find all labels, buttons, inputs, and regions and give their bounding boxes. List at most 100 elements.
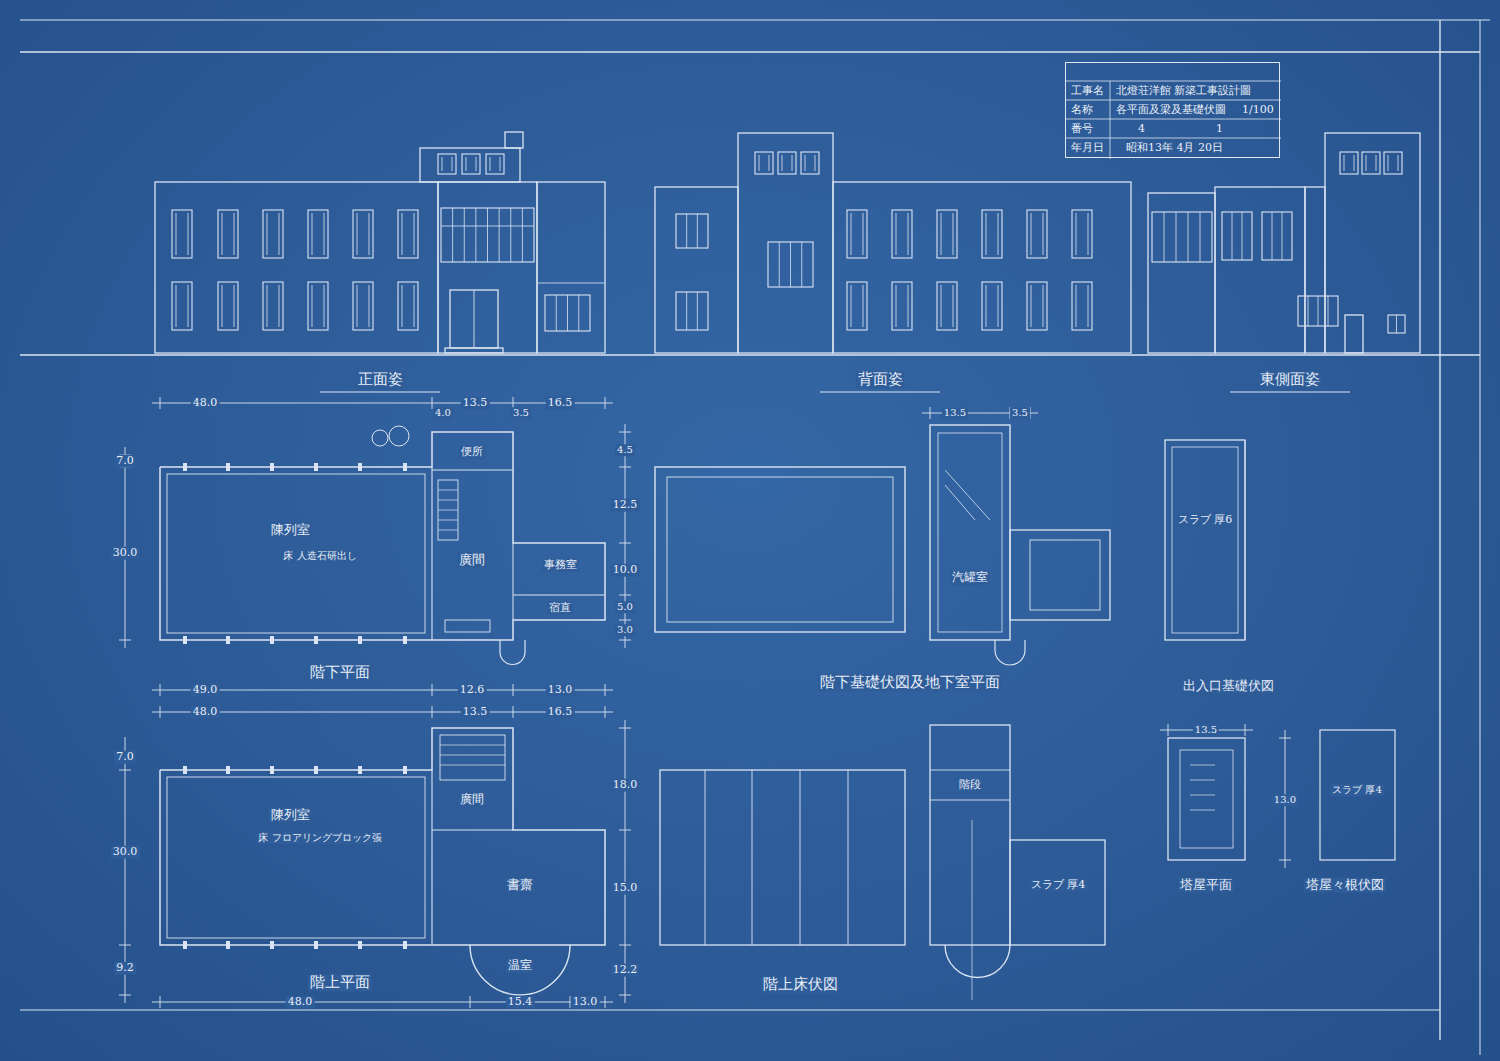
stair-tread — [1190, 810, 1215, 811]
window-mullion — [896, 213, 897, 255]
window-symbol — [1152, 212, 1212, 262]
dimension-label: 30.0 — [111, 547, 140, 560]
title-underline — [820, 392, 940, 393]
window-mullion — [490, 157, 491, 171]
dimension-label: 9.2 — [114, 962, 136, 975]
window-symbol — [937, 282, 957, 330]
window-mullion — [953, 285, 954, 327]
partition-wall — [513, 543, 514, 620]
dimension-tick — [119, 995, 131, 996]
room-label: 書齋 — [505, 878, 535, 893]
dimension-tick — [513, 706, 514, 718]
window-mullion — [1076, 213, 1077, 255]
window-mullion — [567, 295, 568, 331]
dimension-tick — [513, 684, 514, 696]
beam-line — [930, 800, 1010, 801]
dimension-tick — [930, 407, 931, 419]
window-symbol — [778, 152, 796, 174]
tower-elevation — [420, 148, 520, 182]
column-mark — [358, 766, 362, 774]
dimension-line — [152, 403, 613, 404]
dimension-label: 16.5 — [546, 706, 575, 719]
room-label: 陳列室 — [269, 523, 312, 538]
dimension-tick — [432, 684, 433, 696]
door-symbol — [1345, 315, 1363, 353]
window-symbol — [462, 154, 480, 174]
window-mullion — [1282, 212, 1283, 260]
room-label: 便所 — [459, 446, 485, 459]
dimension-tick — [119, 770, 131, 771]
window-mullion — [222, 213, 223, 255]
window-mullion — [986, 285, 987, 327]
window-transom — [441, 226, 534, 227]
window-mullion — [176, 285, 177, 327]
dimension-tick — [619, 432, 631, 433]
dimension-label: 4.5 — [615, 444, 635, 456]
window-mullion — [1043, 285, 1044, 327]
floor-line — [537, 283, 605, 284]
window-symbol — [353, 210, 373, 258]
window-mullion — [1088, 213, 1089, 255]
foundation-outline — [1010, 530, 1110, 620]
title-block-text: 1 — [1216, 122, 1223, 135]
window-mullion — [686, 292, 687, 330]
plan-outline — [160, 432, 605, 640]
dimension-tick — [160, 996, 161, 1008]
sheet-border — [20, 1009, 1440, 1010]
window-symbol — [1027, 282, 1047, 330]
dimension-label: 49.0 — [191, 684, 220, 697]
dimension-label: 48.0 — [286, 996, 315, 1009]
view-title: 東側面姿 — [1258, 371, 1322, 388]
window-mullion — [1031, 213, 1032, 255]
stair-tread — [440, 755, 505, 756]
window-mullion — [267, 213, 268, 255]
dimension-label: 13.5 — [942, 407, 968, 419]
column-mark — [314, 766, 318, 774]
window-symbol — [441, 208, 534, 262]
beam-line — [705, 770, 706, 945]
stair-tread — [1190, 795, 1215, 796]
column-mark — [183, 941, 187, 949]
window-symbol — [1027, 210, 1047, 258]
title-block-rule — [1066, 81, 1281, 82]
title-block-text: 工事名 — [1071, 84, 1104, 97]
window-mullion — [1164, 212, 1165, 262]
dimension-label: 13.5 — [1193, 724, 1219, 736]
entrance-step — [445, 348, 503, 353]
window-mullion — [234, 285, 235, 327]
window-symbol — [353, 282, 373, 330]
bay-outline — [945, 945, 1010, 978]
building-elevation — [537, 182, 605, 353]
dimension-tick — [1245, 724, 1246, 736]
column-mark — [226, 636, 230, 644]
column-mark — [314, 636, 318, 644]
basement-outline — [930, 425, 1010, 640]
sheet-border — [1439, 20, 1440, 1040]
column-mark — [226, 463, 230, 471]
title-block-text: 北燈荘洋館 新築工事設計圖 — [1116, 84, 1252, 97]
window-mullion — [782, 155, 783, 171]
title-block-rule — [1110, 81, 1111, 159]
window-symbol — [172, 282, 192, 330]
window-mullion — [805, 155, 806, 171]
column-mark — [358, 636, 362, 644]
window-symbol — [486, 154, 504, 174]
window-mullion — [908, 285, 909, 327]
window-mullion — [759, 155, 760, 171]
tower-elevation — [1325, 133, 1420, 353]
window-mullion — [896, 285, 897, 327]
window-symbol — [1384, 152, 1402, 174]
window-mullion — [815, 155, 816, 171]
window-mullion — [851, 285, 852, 327]
window-mullion — [1232, 212, 1233, 260]
window-mullion — [357, 213, 358, 255]
blueprint-linework — [20, 20, 1490, 1055]
window-mullion — [941, 213, 942, 255]
window-mullion — [312, 213, 313, 255]
framing-outline — [660, 770, 905, 945]
beam-line — [972, 820, 973, 1000]
window-mullion — [986, 213, 987, 255]
window-mullion — [464, 208, 465, 262]
